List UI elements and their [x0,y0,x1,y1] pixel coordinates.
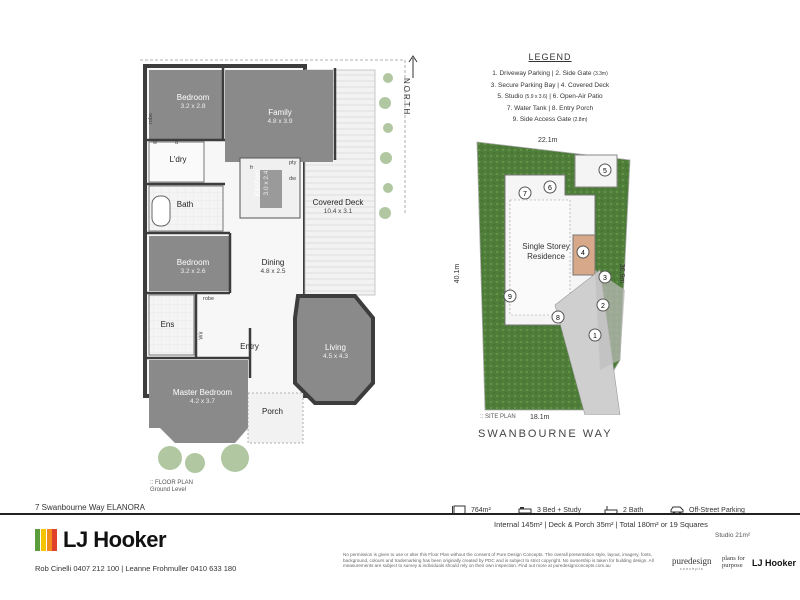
dim-top: 22.1m [538,137,558,144]
site-marker-4: 4 [581,250,585,257]
master-bedroom-area [149,360,248,443]
site-marker-5: 5 [603,168,607,175]
street-name: SWANBOURNE WAY [478,428,613,440]
legend-line-3: 5. Studio (5.9 x 3.6) | 6. Open-Air Pati… [497,93,603,100]
robe-label-1: robe [148,112,155,125]
legend-title: LEGEND [528,52,572,62]
dim-left: 40.1m [454,263,462,284]
entry-label: Entry [240,342,259,351]
wir-label: Wir [198,331,205,340]
lj-hooker-logo: LJ Hooker [35,527,167,553]
ensuite-label: Ens [160,320,175,329]
bedroom-1-area [149,70,223,140]
site-marker-7: 7 [523,191,527,198]
pantry-label: pty [289,160,297,166]
site-plan-caption: :: SITE PLAN [480,414,516,420]
legend: LEGEND 1. Driveway Parking | 2. Side Gat… [450,52,650,126]
dryer-label: d [175,140,179,146]
site-marker-3: 3 [603,275,607,282]
studio-area: Studio 21m² [715,532,751,539]
residence-label: Single Storey Residence [522,242,570,261]
legend-line-5: 9. Side Access Gate (2.8m) [512,116,588,123]
site-marker-1: 1 [593,333,597,340]
bedroom-2-area [149,236,229,291]
laundry-label: L'dry [169,155,187,164]
footer-divider [0,513,800,515]
legend-line-2: 3. Secure Parking Bay | 4. Covered Deck [490,82,610,89]
dim-bottom: 18.1m [530,414,550,421]
robe-label-2: robe [203,296,215,302]
fridge-label: fr [250,165,254,171]
puredesign-logo: puredesign concepts [672,556,712,572]
disclaimer: No permission is given to use or alter t… [343,552,654,569]
legend-line-4: 7. Water Tank | 8. Entry Porch [506,105,594,112]
floor-plan [140,55,418,473]
porch-label: Porch [262,407,283,416]
washer-label: w [153,140,157,146]
area-summary: Internal 145m² | Deck & Porch 35m² | Tot… [494,520,708,529]
brand-name: LJ Hooker [63,527,167,552]
legend-line-1: 1. Driveway Parking | 2. Side Gate (3.3m… [492,70,608,77]
north-label: NORTH [402,78,411,117]
plans-for-purpose-logo: plans for purpose [722,555,745,569]
floor-plan-caption: :: FLOOR PLAN Ground Level [150,480,194,493]
property-address: 7 Swanbourne Way ELANORA [35,503,145,512]
bath-label: Bath [176,200,194,209]
lj-hooker-mark-icon [35,529,57,551]
lj-hooker-small-logo: LJ Hooker [752,558,797,568]
dim-right: 36.9m [618,263,626,284]
site-marker-8: 8 [556,315,560,322]
site-marker-6: 6 [548,185,552,192]
agent-contacts: Rob Cinelli 0407 212 100 | Leanne Frohmu… [35,564,237,573]
living-area [293,294,375,405]
site-plan: 5 6 7 4 3 2 1 8 9 [476,141,631,415]
site-marker-2: 2 [601,303,605,310]
dishwasher-label: dw [289,176,297,182]
family-area [225,70,333,162]
site-marker-9: 9 [508,294,512,301]
